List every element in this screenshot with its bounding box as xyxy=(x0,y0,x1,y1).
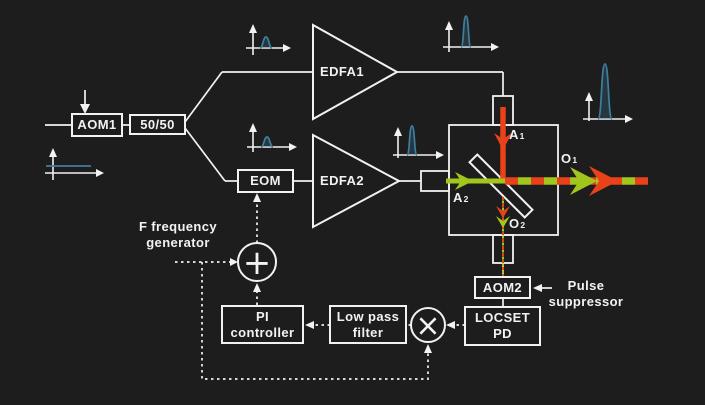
cw-signal-plot xyxy=(45,148,104,180)
splitter-50-50-box xyxy=(129,114,186,135)
plus-icon: + xyxy=(243,243,272,283)
eom-box xyxy=(237,169,294,193)
frequency-adder-node: + xyxy=(237,242,277,283)
low-pass-filter-line1: Low pass xyxy=(336,308,400,324)
mixer-node: × xyxy=(410,307,446,344)
pi-controller-label: PI controller xyxy=(222,306,303,343)
pulse-plot-pre-edfa1 xyxy=(246,24,291,55)
low-pass-filter-label: Low pass filter xyxy=(330,306,406,343)
pulse-suppressor-line1: Pulse xyxy=(567,278,605,294)
aom1-box xyxy=(71,113,123,137)
splitter-50-50-label: 50/50 xyxy=(140,116,175,132)
beam-o2-rejected-output xyxy=(496,197,510,276)
aom2-label: AOM2 xyxy=(482,279,523,295)
beam-o1-combined-output xyxy=(505,166,648,196)
beam-label-o1-sub: 1 xyxy=(572,154,578,165)
f-frequency-generator-label: F frequency generator xyxy=(118,218,238,252)
locset-pd-label: LOCSET PD xyxy=(465,307,540,345)
pulse-suppressor-line2: suppressor xyxy=(548,294,624,309)
locset-pd-box xyxy=(464,306,541,346)
multiply-icon: × xyxy=(415,309,440,344)
f-frequency-generator-line1: F frequency xyxy=(138,219,218,235)
aom2-box xyxy=(474,276,531,299)
pulse-plot-post-edfa1 xyxy=(443,15,499,52)
pulse-plot-pre-edfa2 xyxy=(247,123,297,152)
beam-label-o2-sub: 2 xyxy=(520,219,526,230)
beam-label-o2-base: O xyxy=(509,216,520,231)
pi-controller-box xyxy=(221,305,304,344)
aom1-label: AOM1 xyxy=(77,117,117,133)
pulse-suppressor-label: Pulse suppressor xyxy=(538,277,634,311)
beam-label-a1-base: A xyxy=(509,127,519,142)
beam-label-a1-sub: 1 xyxy=(519,130,525,141)
locset-pd-line2: PD xyxy=(493,326,512,341)
pi-controller-line2: controller xyxy=(230,324,295,340)
beam-label-a2-base: A xyxy=(453,190,463,205)
f-frequency-generator-line2: generator xyxy=(146,235,210,250)
output-pulse-plot xyxy=(583,63,633,123)
eom-label: EOM xyxy=(250,173,281,189)
low-pass-filter-line2: filter xyxy=(352,324,384,340)
beam-a1-red xyxy=(494,107,512,183)
edfa2-label: EDFA2 xyxy=(320,173,364,189)
pulse-plot-post-edfa2 xyxy=(393,125,444,159)
beam-a2-green xyxy=(446,172,505,190)
beam-label-a2-sub: 2 xyxy=(463,193,469,204)
edfa1-amplifier-triangle xyxy=(312,23,400,121)
edfa1-label: EDFA1 xyxy=(320,64,364,80)
beam-label-o1-base: O xyxy=(561,151,572,166)
pi-controller-line1: PI xyxy=(255,308,270,324)
edfa2-amplifier-triangle xyxy=(312,133,402,229)
pulse-suppressor-arrow xyxy=(533,284,552,292)
combiner-port-left xyxy=(420,170,450,192)
locset-pd-line1: LOCSET xyxy=(474,310,531,326)
aom1-drive-arrow-icon xyxy=(80,90,90,114)
